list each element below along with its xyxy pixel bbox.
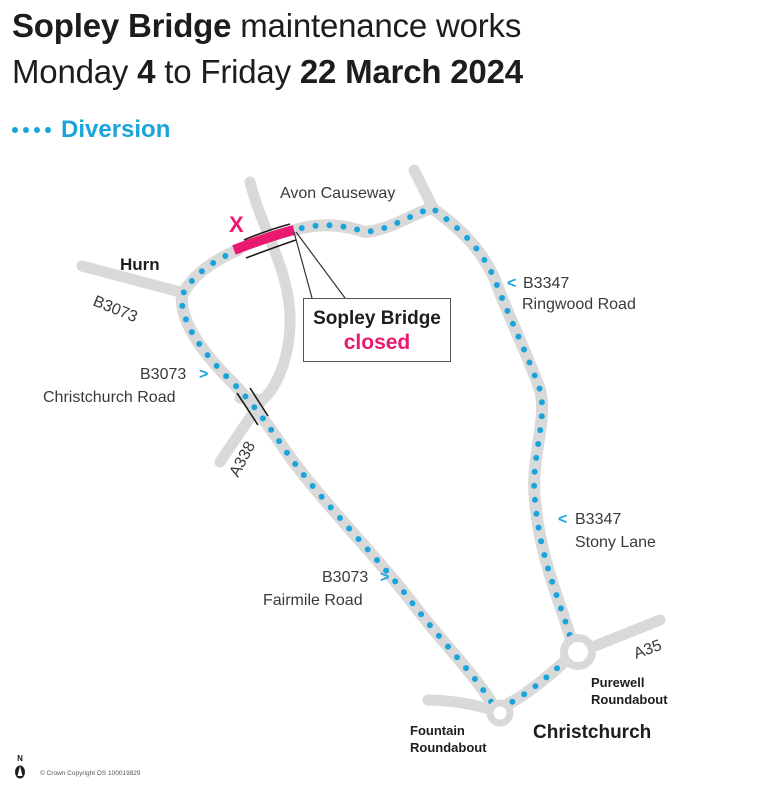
title-bold: Sopley Bridge: [12, 7, 232, 44]
label-purewell-2: Roundabout: [591, 692, 668, 707]
label-ringwood-road: Ringwood Road: [522, 296, 636, 313]
label-fairmile-road: Fairmile Road: [263, 592, 363, 609]
date-end: 22 March 2024: [299, 53, 523, 90]
label-b3073-christchurch: B3073: [140, 366, 186, 383]
callout-line2: closed: [343, 331, 411, 354]
arrow-right-icon: >: [380, 569, 389, 586]
label-b3347-ringwood: B3347: [523, 275, 569, 292]
arrow-left-icon: <: [558, 511, 567, 528]
callout-line1: Sopley Bridge: [313, 308, 441, 329]
legend-label: Diversion: [61, 116, 171, 143]
arrow-left-icon: <: [507, 275, 516, 292]
label-christchurch: Christchurch: [533, 722, 651, 743]
closed-bridge: [232, 223, 346, 299]
closure-callout: Sopley Bridge closed: [303, 298, 451, 362]
closure-x-icon: X: [229, 212, 244, 237]
title-rest: maintenance works: [231, 7, 522, 44]
purewell-roundabout-icon: [560, 634, 596, 670]
label-b3073-fairmile: B3073: [322, 569, 368, 586]
legend: Diversion: [12, 116, 170, 144]
label-purewell-1: Purewell: [591, 675, 644, 690]
label-a35: A35: [632, 637, 665, 663]
copyright: © Crown Copyright OS 100019829: [40, 770, 141, 777]
label-stony-lane: Stony Lane: [575, 534, 656, 551]
date-range: Monday 4 to Friday 22 March 2024: [12, 50, 523, 94]
north-label: N: [17, 754, 23, 763]
a338-bridge-marks: [236, 387, 269, 426]
north-arrow-icon: N: [12, 754, 28, 784]
label-avon-causeway: Avon Causeway: [280, 185, 395, 202]
date-pre: Monday: [12, 53, 138, 90]
date-mid: to Friday: [155, 53, 300, 90]
date-start: 4: [137, 53, 156, 90]
label-hurn: Hurn: [120, 255, 160, 274]
arrow-right-icon: >: [199, 366, 208, 383]
label-b3073-west: B3073: [91, 293, 140, 326]
fountain-roundabout-icon: [486, 699, 514, 727]
page-title: Sopley Bridge maintenance works: [12, 4, 521, 48]
diversion-dots-icon: [12, 127, 51, 133]
label-fountain-1: Fountain: [410, 723, 465, 738]
label-b3347-stony: B3347: [575, 511, 621, 528]
label-fountain-2: Roundabout: [410, 740, 487, 755]
label-christchurch-road: Christchurch Road: [43, 389, 176, 406]
